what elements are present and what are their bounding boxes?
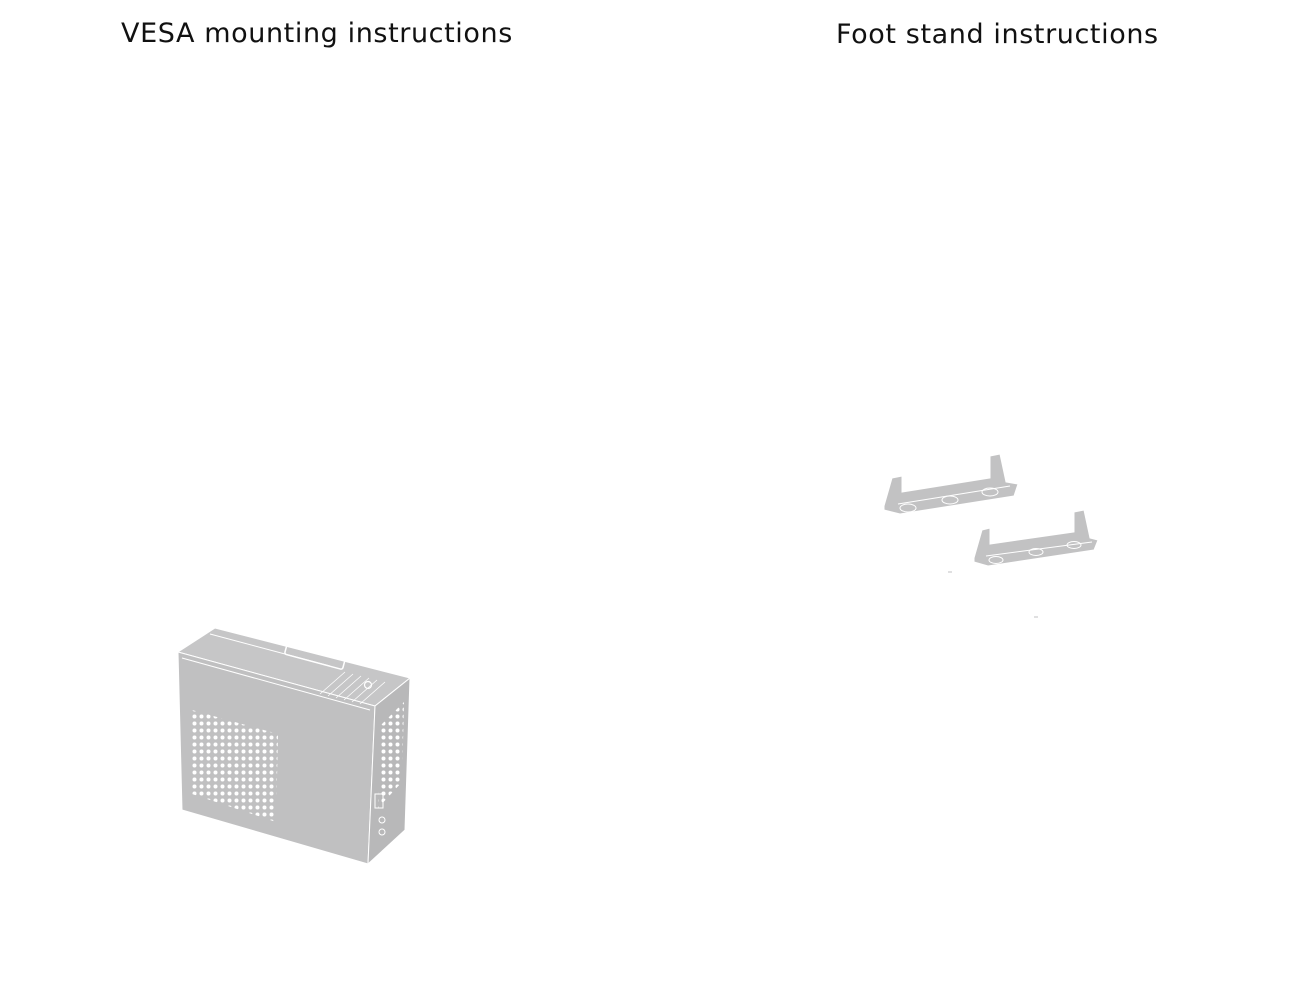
foot-stand-front: [973, 509, 1099, 567]
mini-pc-icon: [176, 627, 412, 866]
foot-stand-heading: Foot stand instructions: [836, 19, 1159, 50]
foot-stand-pair-icon: [883, 453, 1099, 618]
vesa-mounting-heading: VESA mounting instructions: [121, 18, 513, 49]
foot-stand-back: [883, 453, 1019, 515]
